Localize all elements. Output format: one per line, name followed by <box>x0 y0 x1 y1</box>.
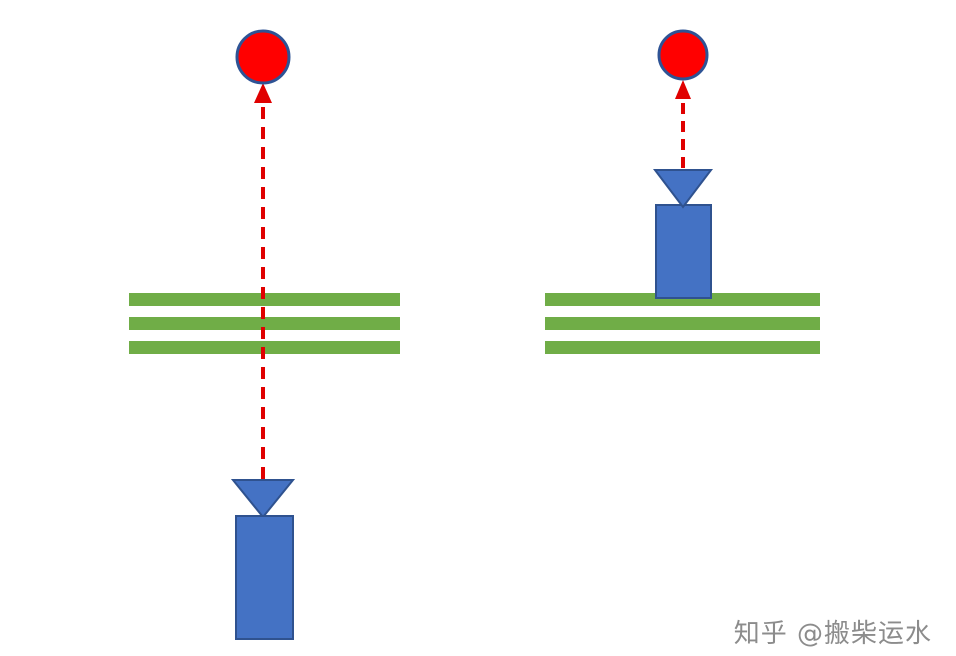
left-ball-icon <box>235 29 291 85</box>
barrier-bar <box>129 317 400 330</box>
barrier-bar <box>545 293 820 306</box>
watermark: 知乎 @搬柴运水 <box>733 618 932 649</box>
left-camera-lens-icon <box>230 479 296 519</box>
left-barrier <box>129 293 400 354</box>
right-camera-body <box>655 204 712 299</box>
left-camera-body <box>235 515 294 640</box>
right-arrowhead-icon <box>675 80 691 99</box>
right-camera-lens-icon <box>652 169 714 209</box>
right-ball-icon <box>657 29 709 81</box>
right-panel <box>545 29 820 354</box>
barrier-bar <box>545 317 820 330</box>
barrier-bar <box>129 293 400 306</box>
left-arrowhead-icon <box>254 83 272 103</box>
left-panel <box>129 29 400 640</box>
barrier-bar <box>545 341 820 354</box>
right-barrier <box>545 293 820 354</box>
